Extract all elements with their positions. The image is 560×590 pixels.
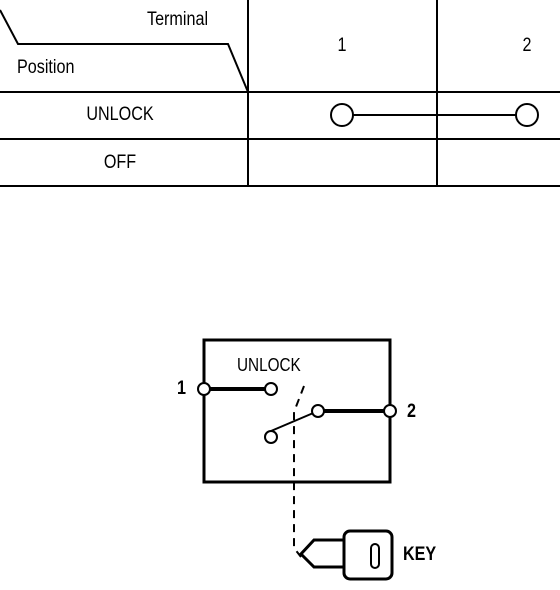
key-blade — [298, 538, 344, 569]
terminal-1-header: 1 — [337, 35, 347, 56]
unlock-contact-node — [264, 382, 278, 396]
header-terminal: Terminal — [147, 9, 209, 30]
terminal-2-header: 2 — [522, 35, 532, 56]
switch-schematic — [197, 338, 397, 581]
terminal-1-label: 1 — [177, 378, 186, 399]
unlock-contact-label: UNLOCK — [237, 355, 301, 375]
key-head — [342, 529, 394, 581]
row-position-unlock: UNLOCK — [86, 104, 154, 125]
header-position: Position — [17, 57, 75, 78]
unlock-continuity — [330, 103, 539, 127]
terminal-2-node — [383, 404, 397, 418]
common-contact-node — [311, 404, 325, 418]
table-grid — [0, 0, 560, 187]
header-diagonal — [0, 9, 249, 93]
key-label: KEY — [403, 544, 437, 565]
row-position-off: OFF — [103, 152, 137, 173]
off-contact-node — [264, 430, 278, 444]
key-icon — [298, 529, 394, 581]
continuity-node-2 — [515, 103, 539, 127]
switch-blade — [270, 410, 319, 432]
terminal-2-label: 2 — [407, 401, 416, 422]
continuity-node-1 — [330, 103, 354, 127]
terminal-1-node — [197, 382, 211, 396]
key-slot — [370, 543, 380, 569]
key-linkage — [293, 385, 305, 558]
